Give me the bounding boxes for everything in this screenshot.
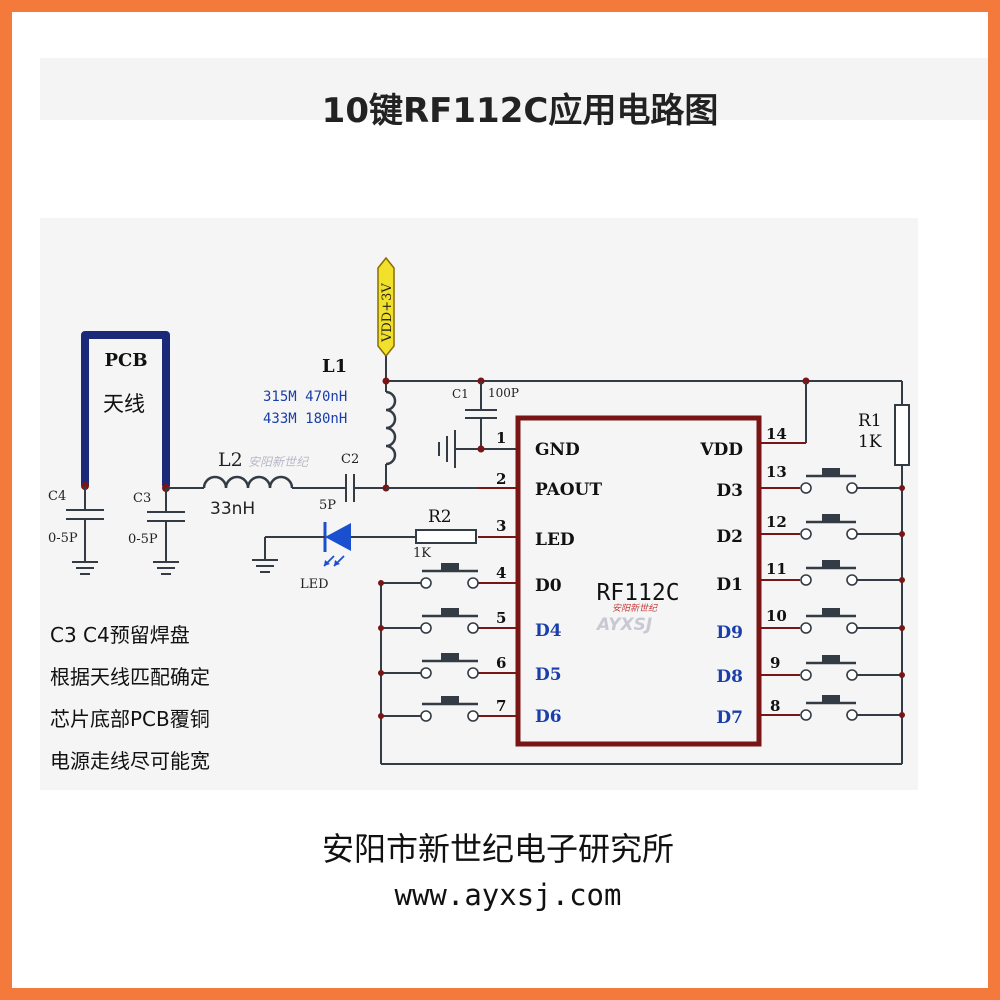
pin-label-gnd: GND [535, 440, 580, 460]
schematic-panel [40, 218, 918, 790]
pin-number: 9 [770, 654, 780, 672]
r2-value: 1K [413, 546, 431, 561]
c3-name: C3 [133, 491, 151, 506]
l1-spec-433: 433M 180nH [263, 411, 347, 427]
pin-number: 4 [496, 564, 506, 582]
pin-number: 6 [496, 654, 506, 672]
antenna-label-pcb: PCB [104, 350, 147, 371]
inductor-l2 [202, 475, 294, 489]
pin-label-d7: D7 [716, 708, 743, 728]
footer-url[interactable]: www.ayxsj.com [395, 878, 622, 912]
chip-name: RF112C [596, 580, 679, 606]
switch-right [800, 560, 905, 586]
pin-number: 3 [496, 517, 506, 535]
pin-number: 7 [496, 697, 506, 715]
ground-symbol-led [252, 537, 278, 573]
pin-number: 13 [766, 463, 787, 481]
pin-label-led: LED [535, 530, 575, 550]
pin-label-d2: D2 [716, 527, 743, 547]
switch-left [378, 653, 479, 679]
note-line: C3 C4预留焊盘 [50, 623, 190, 647]
l2-value: 33nH [210, 499, 255, 519]
led-label: LED [300, 577, 329, 592]
switch-left [378, 696, 479, 722]
capacitor-c3 [147, 484, 185, 575]
pin-label-d0: D0 [535, 576, 562, 596]
pin-label-paout: PAOUT [535, 480, 602, 500]
pcb-antenna-trace [81, 331, 170, 486]
pin-label-d1: D1 [716, 575, 743, 595]
note-line: 电源走线尽可能宽 [50, 749, 210, 773]
pin-number: 8 [770, 697, 780, 715]
title-panel [40, 58, 988, 120]
power-flag [377, 256, 395, 358]
r1-name: R1 [858, 411, 882, 431]
l1-name: L1 [322, 356, 347, 377]
pin-number: 12 [766, 513, 787, 531]
resistor-r1 [894, 404, 910, 466]
pin-label-d3: D3 [716, 481, 743, 501]
pin-number: 11 [766, 560, 787, 578]
capacitor-c4 [66, 482, 104, 575]
c4-name: C4 [48, 489, 66, 504]
switch-right [800, 608, 905, 634]
power-flag-label: VDD+3V [380, 283, 395, 343]
inductor-l1 [385, 390, 397, 466]
l2-name: L2 [218, 449, 243, 471]
pin-number: 2 [496, 470, 506, 488]
ground-symbol-chip [438, 430, 518, 468]
pin-label-d9: D9 [716, 623, 743, 643]
c2-name: C2 [341, 452, 359, 467]
pin-number: 5 [496, 609, 506, 627]
resistor-r2 [415, 529, 477, 544]
footer-organization: 安阳市新世纪电子研究所 [322, 830, 674, 868]
switch-right [800, 514, 905, 540]
pin-label-d8: D8 [716, 667, 743, 687]
chip-watermark-cn: 安阳新世纪 [612, 603, 658, 614]
antenna-label-chinese: 天线 [103, 392, 145, 416]
note-line: 芯片底部PCB覆铜 [50, 707, 210, 731]
switch-right [800, 468, 905, 494]
capacitor-c1 [465, 381, 497, 449]
pin-number: 10 [766, 607, 787, 625]
pin-label-d5: D5 [535, 665, 562, 685]
r2-name: R2 [428, 507, 452, 527]
switch-left [378, 608, 479, 634]
pin-label-vdd: VDD [699, 440, 743, 460]
note-line: 根据天线匹配确定 [50, 665, 210, 689]
pin-number: 14 [766, 425, 787, 443]
pin-label-d6: D6 [535, 707, 562, 727]
c2-value: 5P [319, 498, 336, 513]
c4-value: 0-5P [48, 531, 78, 546]
chip-watermark-logo: AYXSJ [595, 615, 652, 635]
pin-number: 1 [496, 429, 506, 447]
switch-right [800, 695, 905, 721]
l1-spec-315: 315M 470nH [263, 389, 347, 405]
c1-value: 100P [488, 386, 519, 400]
switch-right [800, 655, 905, 681]
switch-left [378, 563, 479, 589]
pin-label-d4: D4 [535, 621, 562, 641]
c3-value: 0-5P [128, 532, 158, 547]
c1-name: C1 [452, 387, 469, 401]
watermark-small: 安阳新世纪 [248, 455, 310, 469]
r1-value: 1K [858, 432, 882, 452]
page-title: 10键RF112C应用电路图 [322, 91, 719, 131]
